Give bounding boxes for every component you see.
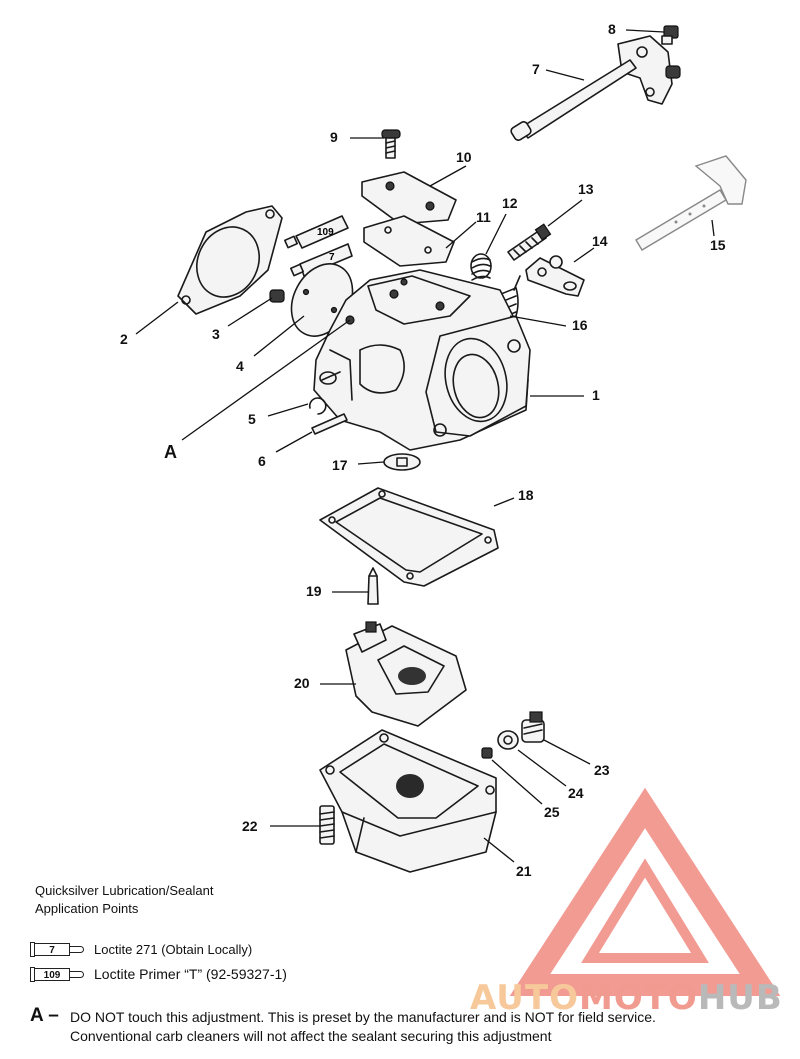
- watermark-logo: [509, 787, 781, 996]
- callout-5: 5: [248, 411, 256, 427]
- callout-12: 12: [502, 195, 518, 211]
- sealant-tube-icon: 7: [30, 942, 88, 957]
- part-10-plate: [361, 171, 457, 225]
- part-17-washer: [383, 453, 421, 471]
- callout-16: 16: [572, 317, 588, 333]
- part-11-gasket: [363, 215, 455, 267]
- callout-18: 18: [518, 487, 534, 503]
- callout-6: 6: [258, 453, 266, 469]
- watermark-text: AUTOMOTOHUB: [470, 978, 783, 1018]
- legend-item-loctite-primer: 109 Loctite Primer “T” (92-59327-1): [30, 966, 287, 982]
- callout-20: 20: [294, 675, 310, 691]
- callout-A: A: [164, 442, 177, 462]
- part-18-bowl-gasket: [319, 487, 499, 587]
- callout-13: 13: [578, 181, 594, 197]
- part-23-drain-plug: [521, 711, 545, 743]
- part-2-flange-gasket: [177, 205, 283, 315]
- part-24-washer: [497, 730, 519, 750]
- callout-17: 17: [332, 457, 348, 473]
- tube-7-label: 7: [329, 252, 335, 263]
- note-tag: A –: [30, 1005, 59, 1026]
- callout-14: 14: [592, 233, 608, 249]
- part-6-pin: [311, 413, 348, 435]
- legend-item-loctite-271: 7 Loctite 271 (Obtain Locally): [30, 942, 252, 957]
- part-8-screw: [661, 25, 679, 45]
- part-15-throttle-shaft: [635, 155, 747, 251]
- callout-7: 7: [532, 61, 540, 77]
- legend-title: Quicksilver Lubrication/Sealant Applicat…: [35, 882, 213, 918]
- part-21-float-bowl: [319, 729, 497, 873]
- part-14-bracket: [525, 255, 585, 297]
- part-1-carburetor-body: [313, 269, 531, 451]
- note-line2: Conventional carb cleaners will not affe…: [70, 1028, 552, 1044]
- legend-item-code: 109: [34, 967, 70, 981]
- legend-item-text: Loctite 271 (Obtain Locally): [94, 942, 253, 957]
- watermark-part2: MOTO: [578, 978, 698, 1018]
- callout-22: 22: [242, 818, 258, 834]
- callout-11: 11: [476, 209, 491, 225]
- part-22-screw: [319, 805, 335, 845]
- watermark-part1: AUTO: [470, 978, 579, 1018]
- part-12-spring: [470, 253, 492, 281]
- callout-1: 1: [592, 387, 600, 403]
- watermark-part3: HUB: [697, 978, 783, 1018]
- callout-25: 25: [544, 804, 560, 820]
- sealant-tubes: 109 7: [284, 215, 353, 277]
- callout-9: 9: [330, 129, 338, 145]
- callout-labels: 1 2 3 4 5 6 7 8 9 10 11 12 13 14 15 16 1…: [120, 21, 726, 879]
- legend-title-line2: Application Points: [35, 901, 139, 916]
- callout-23: 23: [594, 762, 610, 778]
- legend-title-line1: Quicksilver Lubrication/Sealant: [35, 883, 214, 898]
- callout-19: 19: [306, 583, 322, 599]
- callout-15: 15: [710, 237, 726, 253]
- callout-10: 10: [456, 149, 472, 165]
- tube-109-label: 109: [317, 227, 334, 238]
- part-20-float: [345, 621, 467, 727]
- part-25-screw: [481, 747, 493, 759]
- legend-item-text: Loctite Primer “T” (92-59327-1): [94, 966, 287, 982]
- sealant-tube-icon: 109: [30, 966, 88, 982]
- callout-21: 21: [516, 863, 532, 879]
- part-9-screw: [381, 129, 401, 159]
- part-7-throttle-shaft: [510, 35, 681, 141]
- callout-24: 24: [568, 785, 584, 801]
- part-5-clip: [308, 397, 327, 415]
- callout-8: 8: [608, 21, 616, 37]
- part-19-inlet-needle: [367, 567, 379, 605]
- part-3-nut: [269, 289, 285, 303]
- note-line1: DO NOT touch this adjustment. This is pr…: [70, 1009, 656, 1025]
- legend-item-code: 7: [34, 943, 70, 956]
- part-13-idle-screw: [507, 223, 552, 261]
- leader-lines: [135, 29, 715, 863]
- callout-4: 4: [236, 358, 244, 374]
- callout-2: 2: [120, 331, 128, 347]
- callout-3: 3: [212, 326, 220, 342]
